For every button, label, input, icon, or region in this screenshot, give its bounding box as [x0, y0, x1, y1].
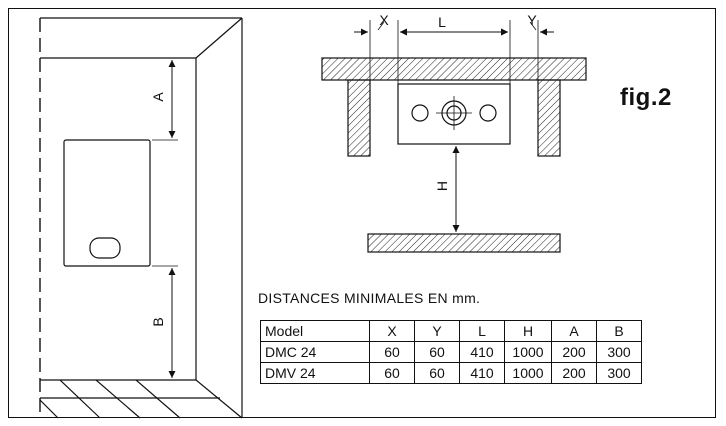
hatched-bottom-bar: [367, 233, 561, 253]
corner-diagonal-bottom: [195, 379, 243, 419]
dimension-b-label: B: [150, 317, 166, 326]
table-header-cell: A: [551, 320, 597, 342]
table-cell: 60: [414, 362, 460, 384]
connection-circle-right: [479, 104, 497, 122]
dimension-y-label: Y: [527, 12, 537, 28]
figure-label: fig.2: [620, 84, 672, 111]
floor-tile-line: [39, 399, 59, 419]
table-cell: 200: [551, 362, 597, 384]
table-cell: 60: [414, 341, 460, 363]
table-header-cell: Y: [414, 320, 460, 342]
dimension-x-leader: [377, 21, 385, 31]
table-cell: 60: [369, 341, 415, 363]
connection-circle-left: [411, 104, 429, 122]
dimension-h-label: H: [434, 181, 450, 191]
table-cell: 410: [459, 362, 505, 384]
hatched-right-post: [537, 79, 561, 157]
table-cell: 300: [596, 341, 642, 363]
figure-frame: [8, 8, 716, 418]
dimension-a-label: A: [150, 92, 166, 102]
dimensions-table: Model X Y L H A B DMC 24 60 60 410 1000 …: [260, 320, 642, 384]
table-cell: 60: [369, 362, 415, 384]
table-header-cell: X: [369, 320, 415, 342]
table-header-cell: B: [596, 320, 642, 342]
table-cell: DMV 24: [260, 362, 370, 384]
table-cell: 300: [596, 362, 642, 384]
dimension-y-leader: [529, 21, 537, 31]
floor-tile-line: [135, 379, 181, 419]
room-perspective: [39, 17, 243, 419]
table-cell: 410: [459, 341, 505, 363]
table-row: DMV 24 60 60 410 1000 200 300: [260, 362, 642, 384]
floor-tile-line: [59, 379, 101, 419]
table-header-cell: L: [459, 320, 505, 342]
table-header-cell: H: [504, 320, 552, 342]
hatched-top-beam: [321, 57, 587, 81]
floor-tile-line: [95, 379, 141, 419]
corner-diagonal-top: [195, 17, 243, 59]
table-cell: DMC 24: [260, 341, 370, 363]
table-row: DMC 24 60 60 410 1000 200 300: [260, 341, 642, 363]
table-cell: 1000: [504, 341, 552, 363]
plan-view: [321, 20, 587, 253]
table-cell: 1000: [504, 362, 552, 384]
dimension-x-label: X: [379, 12, 389, 28]
boiler-body: [63, 139, 151, 267]
dimension-l-label: L: [438, 14, 446, 30]
hatched-left-post: [347, 79, 371, 157]
table-header-cell: Model: [260, 320, 370, 342]
table-cell: 200: [551, 341, 597, 363]
boiler-control-icon: [89, 237, 121, 259]
table-title: DISTANCES MINIMALES EN mm.: [258, 290, 481, 306]
table-header-row: Model X Y L H A B: [260, 320, 642, 342]
